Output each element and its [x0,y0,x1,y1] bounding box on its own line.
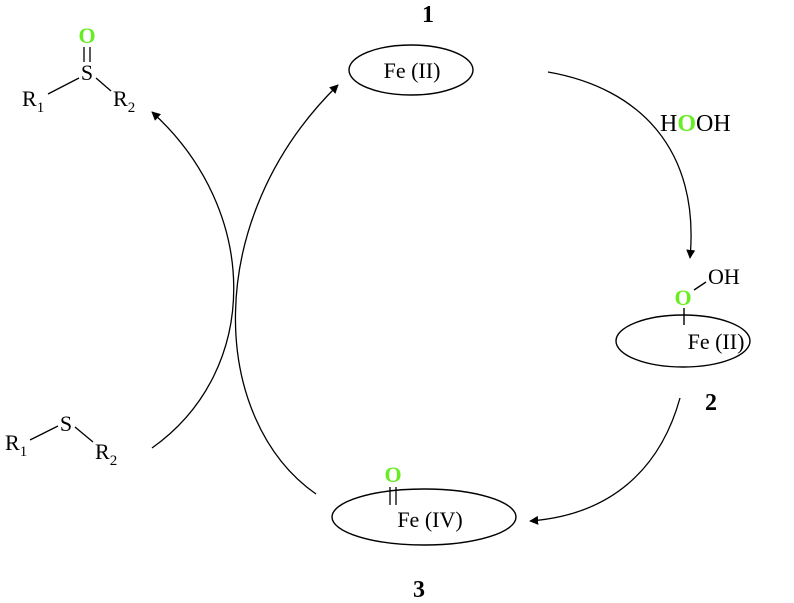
state-2-number: 2 [705,390,717,416]
sulfoxide-sulfur: S [81,60,93,85]
arrow-3-to-1 [234,84,339,495]
state-3-label: Fe (IV) [397,507,462,532]
reagent-o-green: O [677,111,696,137]
state-2-o-oh-bond [693,281,707,291]
reagent-hooh: HOOH [660,111,731,137]
arrow-sulfide-to-sulfoxide [151,111,235,449]
sulfide-sulfur: S [60,411,72,436]
sulfide-bond-left [29,425,59,441]
sulfoxide-bond-left [47,77,80,95]
sulfide-r2: R2 [95,439,117,469]
sulfoxide-bond-right [95,77,112,92]
state-3-ellipse [331,488,517,546]
state-3-oxygen: O [384,462,401,487]
state-2-ellipse [615,314,751,368]
reagent-h: H [660,111,677,137]
state-2-label: Fe (II) [688,329,745,354]
state-2-oxygen: O [674,285,691,310]
arrow-1-to-2 [547,71,696,259]
state-1-ellipse [348,44,474,96]
reagent-oh: OH [696,111,731,137]
state-1-number: 1 [422,2,434,28]
state-3-number: 3 [413,577,425,603]
state-2-hydroxyl: OH [708,264,740,289]
state-1-label: Fe (II) [384,58,441,83]
sulfoxide-oxygen: O [78,23,95,48]
sulfide-bond-right [74,426,94,443]
sulfide-r1: R1 [5,430,27,460]
sulfoxide-r2: R2 [113,86,135,116]
arrow-2-to-3 [529,397,681,525]
sulfoxide-r1: R1 [22,86,44,116]
